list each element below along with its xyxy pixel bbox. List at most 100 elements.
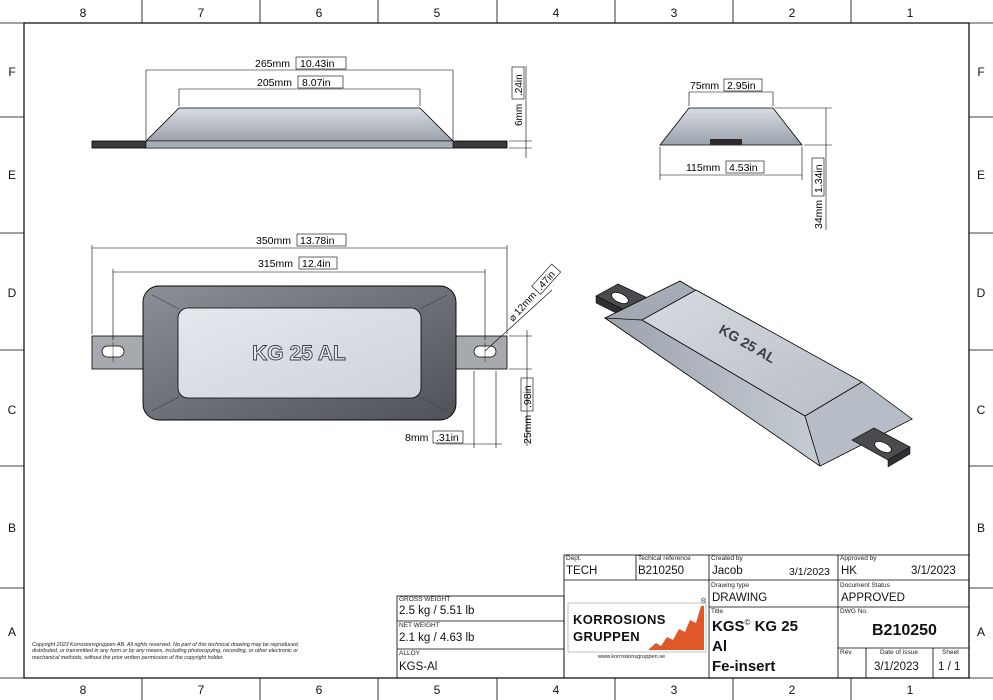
- zone-row-label-right: C: [977, 403, 986, 417]
- dim-tab-length: 8mm .31in: [405, 430, 464, 444]
- dim-height-in: 1.34in: [813, 164, 825, 193]
- zone-row-label-left: E: [8, 168, 16, 182]
- logo-text-line-2: GRUPPEN: [573, 629, 641, 644]
- zone-row-label-left: D: [8, 286, 17, 300]
- dim-hole-dia-in: .47in: [535, 269, 558, 292]
- gross-weight-label: GROSS WEIGHT: [399, 596, 451, 603]
- dwg-no-label: DWG No.: [840, 608, 868, 615]
- front-view: [91, 107, 508, 149]
- dim-end-top: 75mm 2.95in: [690, 78, 763, 92]
- zone-col-label-bottom: 8: [80, 683, 87, 697]
- dim-hole-dia-prefix: ⌀: [507, 312, 519, 324]
- dim-insert-thickness: 6mm .24in: [511, 66, 525, 126]
- logo-text-line-1: KORROSIONS: [573, 612, 666, 627]
- dim-end-base-mm: 115mm: [686, 162, 720, 174]
- dim-end-base: 115mm 4.53in: [686, 160, 765, 174]
- created-date: 3/1/2023: [789, 566, 830, 578]
- plan-view: KG 25 AL: [91, 285, 508, 421]
- logo-accent-shape: [648, 606, 704, 650]
- dim-tab-length-in: .31in: [436, 432, 459, 444]
- dim-height-mm: 34mm: [813, 200, 825, 229]
- approved-by-value: HK: [841, 565, 857, 577]
- dwg-no-value: B210250: [872, 622, 937, 639]
- zone-row-label-right: A: [977, 625, 985, 639]
- zone-labels: 8 7 6 5 4 3 2 1 8 7 6 5 4 3 2 1 F E D C …: [8, 6, 986, 697]
- sheet-label: Sheet: [942, 649, 959, 656]
- date-of-issue-label: Date of issue: [880, 649, 918, 656]
- end-view: [659, 107, 803, 146]
- dim-insert-thickness-in: .24in: [514, 74, 525, 96]
- zone-col-label-top: 7: [198, 6, 205, 20]
- zone-col-label-top: 3: [671, 6, 678, 20]
- dim-tab-width: 25mm .98in: [520, 377, 534, 444]
- title-line-3: Fe-insert: [712, 658, 776, 675]
- zone-col-label-bottom: 4: [553, 683, 560, 697]
- title-label: Title: [711, 608, 724, 615]
- dim-plan-holes-in: 12.4in: [302, 258, 331, 270]
- title-block: [563, 554, 970, 679]
- zone-row-label-left: F: [8, 65, 15, 79]
- sheet-value: 1 / 1: [938, 661, 961, 673]
- approved-by-label: Approved by: [840, 555, 877, 562]
- created-by-value: Jacob: [712, 565, 743, 577]
- title-product-model: KG 25: [754, 618, 798, 635]
- isometric-view: KG 25 AL: [595, 280, 913, 468]
- company-logo: [567, 602, 707, 653]
- zone-col-label-top: 1: [907, 6, 914, 20]
- iso-hole-right: [874, 441, 892, 453]
- anode-body-profile: [145, 107, 454, 142]
- zone-col-label-bottom: 6: [316, 683, 323, 697]
- dim-top-overall-in: 10.43in: [300, 58, 335, 70]
- dept-label: Dept.: [566, 555, 582, 562]
- drawing-type-label: Drawing type: [711, 582, 749, 589]
- zone-row-label-left: C: [8, 403, 17, 417]
- rev-label: Rev.: [840, 649, 853, 656]
- zone-col-label-top: 5: [434, 6, 441, 20]
- insert-section: [710, 139, 742, 145]
- dim-plan-overall-mm: 350mm: [256, 235, 291, 247]
- dim-insert-thickness-mm: 6mm: [514, 104, 525, 126]
- zone-col-label-top: 4: [553, 6, 560, 20]
- date-of-issue-value: 3/1/2023: [874, 661, 919, 673]
- dim-top-overall-mm: 265mm: [255, 58, 290, 70]
- dim-plan-overall: 350mm 13.78in: [256, 233, 347, 247]
- zone-row-label-left: B: [8, 521, 16, 535]
- copyright-notice: Copyright 2023 Korrosionsgruppen AB. All…: [32, 642, 300, 661]
- dim-top-inner-in: 8.07in: [302, 77, 331, 89]
- zone-row-label-right: D: [977, 286, 986, 300]
- dim-plan-holes-mm: 315mm: [258, 258, 293, 270]
- zone-row-label-right: E: [977, 168, 985, 182]
- alloy-label: ALLOY: [399, 650, 420, 657]
- title-product-family: KGS: [712, 618, 745, 635]
- zone-col-label-bottom: 2: [789, 683, 796, 697]
- anode-plan-top-face: [177, 307, 422, 399]
- zone-row-label-right: F: [977, 65, 984, 79]
- zone-row-label-right: B: [977, 521, 985, 535]
- zone-col-label-bottom: 1: [907, 683, 914, 697]
- approved-date: 3/1/2023: [911, 565, 956, 577]
- title-line-2: Al: [712, 638, 727, 655]
- title-line-1: KGS© KG 25: [712, 618, 798, 635]
- logo-registered-mark: ®: [701, 598, 707, 605]
- drawing-type-value: DRAWING: [712, 592, 768, 604]
- alloy-value: KGS-Al: [399, 661, 438, 673]
- front-view-dimensions: [145, 66, 532, 158]
- dim-tab-width-mm: 25mm: [522, 415, 534, 444]
- created-by-label: Created by: [711, 555, 743, 562]
- zone-col-label-bottom: 7: [198, 683, 205, 697]
- zone-col-label-top: 8: [80, 6, 87, 20]
- dept-value: TECH: [566, 565, 598, 577]
- dim-tab-width-in: .98in: [522, 385, 534, 408]
- dim-height: 34mm 1.34in: [811, 157, 825, 229]
- net-weight-value: 2.1 kg / 4.63 lb: [399, 632, 475, 644]
- iso-hole-left: [611, 292, 629, 304]
- gross-weight-value: 2.5 kg / 5.51 lb: [399, 605, 475, 617]
- net-weight-label: NET WEIGHT: [399, 622, 440, 629]
- dim-end-top-mm: 75mm: [690, 80, 719, 92]
- end-view-dimensions: [659, 91, 832, 230]
- iso-anode-top-face: [641, 289, 863, 417]
- dim-hole-diameter: ⌀ 12mm .47in: [507, 263, 562, 324]
- dim-plan-holes: 315mm 12.4in: [258, 256, 338, 270]
- zone-row-label-left: A: [8, 625, 16, 639]
